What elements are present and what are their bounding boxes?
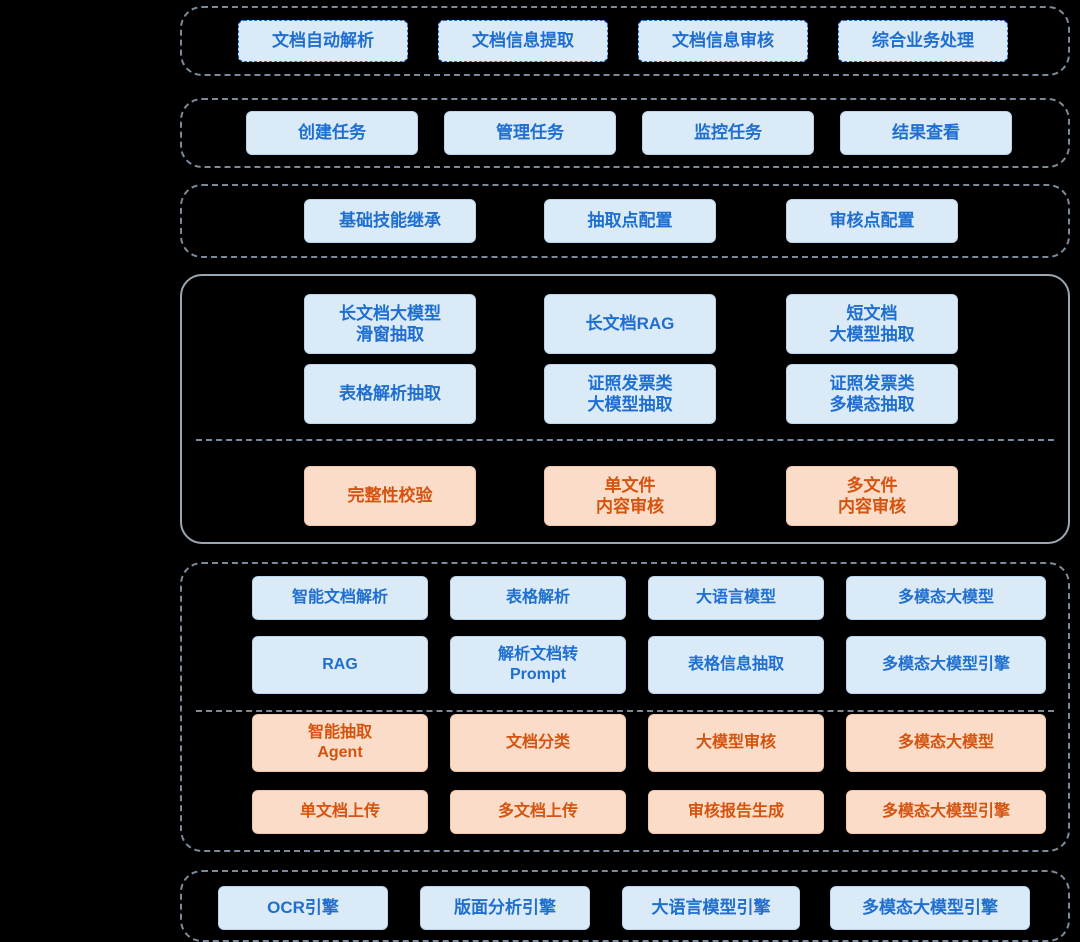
group-task-management: 创建任务 管理任务 监控任务 结果查看	[180, 98, 1070, 168]
atomic-capabilities-divider	[196, 710, 1054, 712]
cap-integrity-check[interactable]: 完整性校验	[304, 466, 476, 526]
scenario-doc-auto-parse[interactable]: 文档自动解析	[238, 20, 408, 62]
atom-llm[interactable]: 大语言模型	[648, 576, 824, 620]
atom-multimodal-llm-engine-2[interactable]: 多模态大模型引擎	[846, 790, 1046, 834]
atom-review-report-generate[interactable]: 审核报告生成	[648, 790, 824, 834]
cap-single-file-content-review[interactable]: 单文件 内容审核	[544, 466, 716, 526]
task-create[interactable]: 创建任务	[246, 111, 418, 155]
atom-parsed-doc-to-prompt[interactable]: 解析文档转 Prompt	[450, 636, 626, 694]
capability-engine-divider	[196, 439, 1054, 441]
skill-extract-point-config[interactable]: 抽取点配置	[544, 199, 716, 243]
group-application-scenarios: 文档自动解析 文档信息提取 文档信息审核 综合业务处理	[180, 6, 1070, 76]
atom-rag-label: RAG	[322, 656, 358, 673]
group-base-engines: OCR引擎 版面分析引擎 大语言模型引擎 多模态大模型引擎	[180, 870, 1070, 942]
task-result-view[interactable]: 结果查看	[840, 111, 1012, 155]
atom-multimodal-llm[interactable]: 多模态大模型	[846, 576, 1046, 620]
scenario-doc-info-review[interactable]: 文档信息审核	[638, 20, 808, 62]
group-atomic-capabilities: 智能文档解析 表格解析 大语言模型 多模态大模型 RAG 解析文档转 Promp…	[180, 562, 1070, 852]
atom-table-parse[interactable]: 表格解析	[450, 576, 626, 620]
cap-table-parse-extract[interactable]: 表格解析抽取	[304, 364, 476, 424]
atom-multi-doc-upload[interactable]: 多文档上传	[450, 790, 626, 834]
cap-certificate-invoice-multimodal-extract[interactable]: 证照发票类 多模态抽取	[786, 364, 958, 424]
engine-llm[interactable]: 大语言模型引擎	[622, 886, 800, 930]
task-monitor[interactable]: 监控任务	[642, 111, 814, 155]
atom-multimodal-llm-review[interactable]: 多模态大模型	[846, 714, 1046, 772]
scenario-comprehensive-business[interactable]: 综合业务处理	[838, 20, 1008, 62]
atom-llm-review[interactable]: 大模型审核	[648, 714, 824, 772]
cap-certificate-invoice-llm-extract[interactable]: 证照发票类 大模型抽取	[544, 364, 716, 424]
cap-long-doc-rag[interactable]: 长文档RAG	[544, 294, 716, 354]
atom-single-doc-upload[interactable]: 单文档上传	[252, 790, 428, 834]
cap-short-doc-llm-extract[interactable]: 短文档 大模型抽取	[786, 294, 958, 354]
group-skill-configuration: 基础技能继承 抽取点配置 审核点配置	[180, 184, 1070, 258]
group-capability-engine: 长文档大模型 滑窗抽取 长文档RAG 短文档 大模型抽取 表格解析抽取 证照发票…	[180, 274, 1070, 544]
cap-long-doc-llm-sliding-window[interactable]: 长文档大模型 滑窗抽取	[304, 294, 476, 354]
engine-multimodal-llm[interactable]: 多模态大模型引擎	[830, 886, 1030, 930]
atom-intelligent-doc-parse[interactable]: 智能文档解析	[252, 576, 428, 620]
engine-layout-analysis[interactable]: 版面分析引擎	[420, 886, 590, 930]
engine-ocr[interactable]: OCR引擎	[218, 886, 388, 930]
atom-intelligent-extract-agent[interactable]: 智能抽取 Agent	[252, 714, 428, 772]
cap-multi-file-content-review[interactable]: 多文件 内容审核	[786, 466, 958, 526]
skill-base-inherit[interactable]: 基础技能继承	[304, 199, 476, 243]
skill-review-point-config[interactable]: 审核点配置	[786, 199, 958, 243]
atom-rag[interactable]: RAG	[252, 636, 428, 694]
scenario-doc-info-extract[interactable]: 文档信息提取	[438, 20, 608, 62]
atom-doc-classification[interactable]: 文档分类	[450, 714, 626, 772]
atom-multimodal-llm-engine[interactable]: 多模态大模型引擎	[846, 636, 1046, 694]
task-manage[interactable]: 管理任务	[444, 111, 616, 155]
atom-table-info-extract[interactable]: 表格信息抽取	[648, 636, 824, 694]
